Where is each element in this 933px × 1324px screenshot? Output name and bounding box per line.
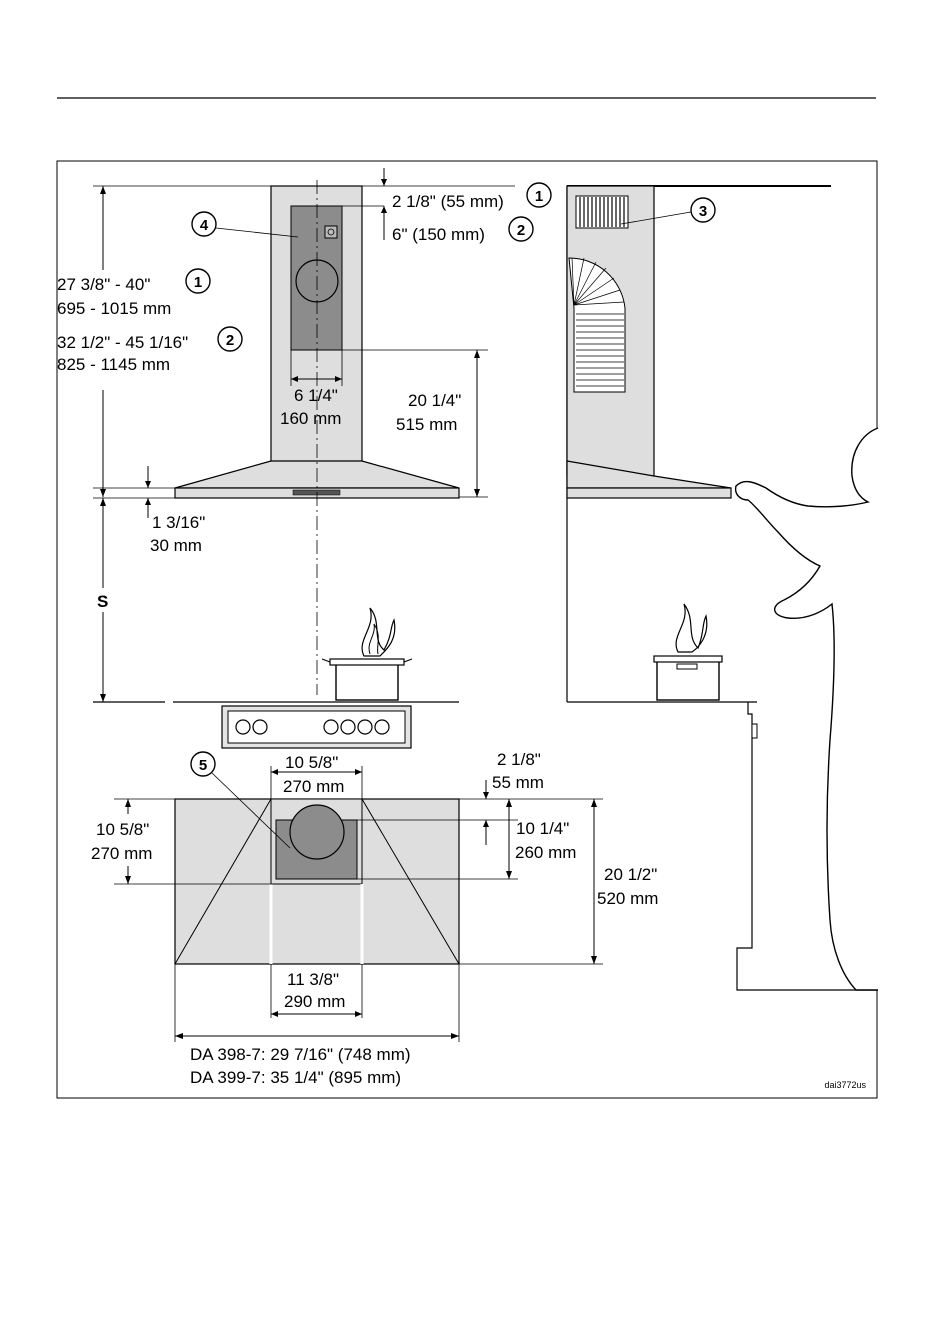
- cooktop-controls: [222, 706, 411, 748]
- front-view: 2 1/8" (55 mm) 6" (150 mm) 1 2 4 27 3/8"…: [57, 168, 551, 748]
- offset-arrow-down: [483, 792, 489, 799]
- chimney-w-in-label: 10 5/8": [285, 753, 338, 772]
- height-1-mm-label: 695 - 1015 mm: [57, 299, 171, 318]
- height-2-in-label: 32 1/2" - 45 1/16": [57, 333, 188, 352]
- pot-side-icon: [654, 604, 722, 700]
- depth-in-label: 20 1/2": [604, 865, 657, 884]
- panel-height-in-label: 20 1/4": [408, 391, 461, 410]
- chimney-d-in-label: 10 5/8": [96, 820, 149, 839]
- s-arrow-bottom: [100, 694, 106, 702]
- chimney-d-mm-label: 270 mm: [91, 844, 152, 863]
- inner-w-mm-label: 290 mm: [284, 992, 345, 1011]
- chimney-d-arrow-t: [125, 799, 131, 807]
- callout-5-text: 5: [199, 757, 207, 774]
- callout-1-left-text: 1: [194, 274, 202, 291]
- callout-2-top-text: 2: [517, 222, 525, 239]
- height-arrowhead-bottom: [100, 489, 106, 497]
- inner-w-in-label: 11 3/8": [287, 970, 339, 989]
- depth-arrow-b: [591, 956, 597, 964]
- chimney-w-mm-label: 270 mm: [283, 777, 344, 796]
- panel-height-arrow-b: [474, 489, 480, 497]
- depth-mm-label: 520 mm: [597, 889, 658, 908]
- plan-duct-circle: [290, 805, 344, 859]
- callout-2-left-text: 2: [226, 332, 234, 349]
- offset-in-label: 2 1/8": [497, 750, 541, 769]
- cutout-arrow-b: [506, 871, 512, 879]
- s-arrow-top: [100, 498, 106, 506]
- panel-width-in-label: 6 1/4": [294, 386, 338, 405]
- total-w-arrow-r: [451, 1033, 459, 1039]
- canopy-arrow-up: [145, 481, 151, 488]
- panel-height-arrow-t: [474, 350, 480, 358]
- chimney-d-arrow-b: [125, 876, 131, 884]
- model-1-label: DA 398-7: 29 7/16" (748 mm): [190, 1045, 411, 1064]
- offset-mm-label: 55 mm: [492, 773, 544, 792]
- model-2-label: DA 399-7: 35 1/4" (895 mm): [190, 1068, 401, 1087]
- canopy-arrow-down: [145, 498, 151, 505]
- drawing-code: dai3772us: [824, 1080, 866, 1090]
- offset-arrow-up: [483, 820, 489, 827]
- canopy-in-label: 1 3/16": [152, 513, 205, 532]
- panel-width-mm-label: 160 mm: [280, 409, 341, 428]
- cutout-mm-label: 260 mm: [515, 843, 576, 862]
- chimney-w-arrow-l: [271, 769, 278, 775]
- top-gap-arrowhead-2: [381, 206, 387, 213]
- cutout-in-label: 10 1/4": [516, 819, 569, 838]
- vent-grille-icon: [576, 196, 628, 228]
- top-gap-2-label: 6" (150 mm): [392, 225, 485, 244]
- side-canopy-edge: [567, 488, 731, 498]
- plan-view: 5 10 5/8" 270 mm 10 5/8" 270 mm 2 1/8" 5…: [91, 750, 658, 1087]
- depth-arrow-t: [591, 799, 597, 807]
- callout-1-top-text: 1: [535, 188, 543, 205]
- panel-height-mm-label: 515 mm: [396, 415, 457, 434]
- cabinet-handle: [752, 724, 757, 738]
- front-controls: [293, 490, 340, 495]
- callout-3-text: 3: [699, 203, 707, 220]
- top-gap-arrowhead-1: [381, 179, 387, 186]
- height-2-mm-label: 825 - 1145 mm: [57, 355, 170, 374]
- total-w-arrow-l: [175, 1033, 183, 1039]
- person-silhouette: [736, 428, 878, 990]
- socket-icon: [325, 226, 337, 238]
- cutout-arrow-t: [506, 799, 512, 807]
- height-arrowhead-top: [100, 186, 106, 194]
- top-gap-1-label: 2 1/8" (55 mm): [392, 192, 504, 211]
- s-label: S: [97, 592, 108, 611]
- inner-w-arrow-r: [355, 1011, 362, 1017]
- pot-front-icon: [322, 608, 412, 700]
- inner-w-arrow-l: [271, 1011, 278, 1017]
- canopy-mm-label: 30 mm: [150, 536, 202, 555]
- height-1-in-label: 27 3/8" - 40": [57, 275, 150, 294]
- callout-4-text: 4: [200, 217, 209, 234]
- chimney-w-arrow-r: [355, 769, 362, 775]
